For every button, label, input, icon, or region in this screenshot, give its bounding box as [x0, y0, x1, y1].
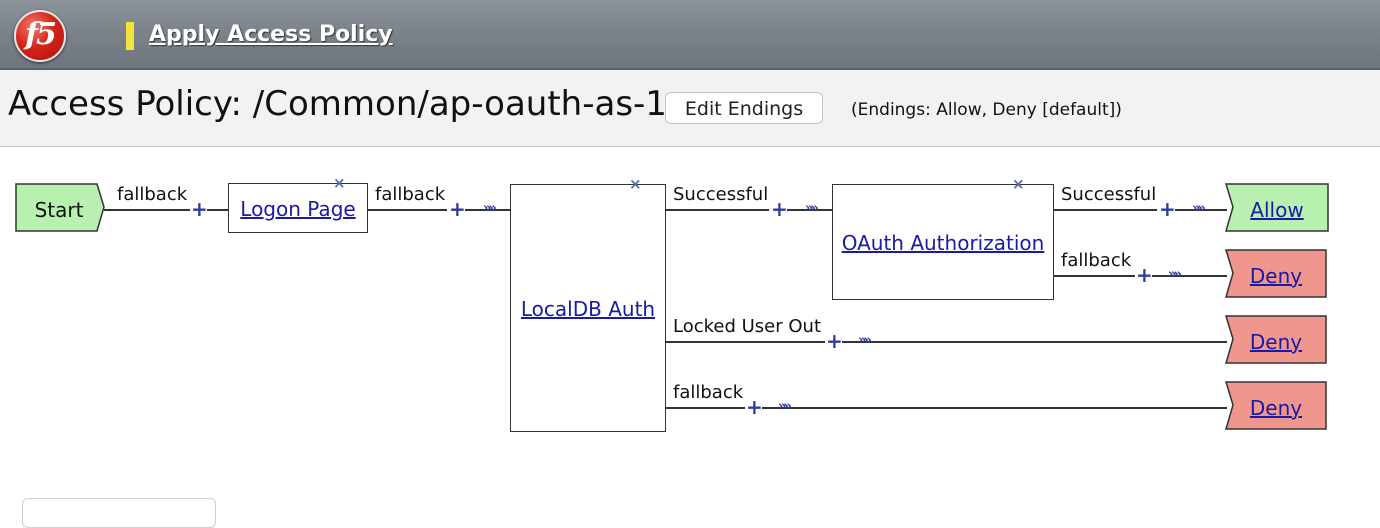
branch-label: fallback [1061, 250, 1132, 271]
connector-line [367, 209, 447, 211]
flow-arrow-icon: »» [1168, 267, 1182, 282]
title-row: Access Policy: /Common/ap-oauth-as-1 Edi… [0, 70, 1380, 147]
connector-line [465, 209, 510, 211]
deny-ending-node [1224, 381, 1327, 430]
flow-arrow-icon: »» [1192, 201, 1206, 216]
flow-arrow-icon: »» [483, 201, 497, 216]
allow-ending-node [1224, 183, 1329, 232]
delete-icon[interactable]: × [333, 174, 346, 192]
localdb-auth-link[interactable]: LocalDB Auth [520, 297, 656, 321]
add-item-plus-icon[interactable]: + [191, 197, 208, 221]
connector-line [1152, 275, 1227, 277]
localdb-auth-node: × LocalDB Auth [510, 177, 666, 432]
add-item-plus-icon[interactable]: + [771, 197, 788, 221]
deny-ending-node [1224, 249, 1327, 298]
connector-line [1053, 209, 1157, 211]
add-item-plus-icon[interactable]: + [1136, 263, 1153, 287]
connector-line [665, 407, 745, 409]
deny-ending-link[interactable]: Deny [1249, 264, 1303, 288]
top-header-bar: f5 Apply Access Policy [0, 0, 1380, 70]
oauth-authorization-node: × OAuth Authorization [832, 177, 1054, 300]
branch-label: Locked User Out [673, 316, 822, 337]
header-marker [126, 22, 134, 50]
branch-label: Successful [1061, 184, 1157, 205]
branch-label: fallback [117, 184, 188, 205]
connector-line [104, 209, 190, 211]
add-item-plus-icon[interactable]: + [449, 197, 466, 221]
logon-page-link[interactable]: Logon Page [240, 197, 356, 221]
bottom-button[interactable] [22, 498, 216, 528]
logon-page-node: × Logon Page [228, 176, 368, 233]
flow-arrow-icon: »» [805, 201, 819, 216]
delete-icon[interactable]: × [1012, 175, 1025, 193]
add-item-plus-icon[interactable]: + [1159, 197, 1176, 221]
start-label: Start [34, 198, 84, 222]
connector-line [665, 209, 769, 211]
branch-label: fallback [375, 184, 446, 205]
f5-logo: f5 [14, 10, 66, 62]
connector-line [787, 209, 833, 211]
start-node [15, 183, 105, 232]
edit-endings-button[interactable]: Edit Endings [665, 92, 823, 124]
connector-line [1053, 275, 1135, 277]
deny-ending-link[interactable]: Deny [1249, 330, 1303, 354]
branch-label: Successful [673, 184, 769, 205]
add-item-plus-icon[interactable]: + [826, 329, 843, 353]
allow-ending-link[interactable]: Allow [1250, 198, 1304, 222]
connector-line [665, 341, 825, 343]
apply-access-policy-link[interactable]: Apply Access Policy [149, 22, 393, 47]
deny-ending-link[interactable]: Deny [1249, 396, 1303, 420]
add-item-plus-icon[interactable]: + [746, 395, 763, 419]
flow-arrow-icon: »» [858, 333, 872, 348]
oauth-authorization-link[interactable]: OAuth Authorization [841, 231, 1045, 255]
endings-info: (Endings: Allow, Deny [default]) [851, 100, 1122, 120]
page-title: Access Policy: /Common/ap-oauth-as-1 [8, 84, 667, 124]
delete-icon[interactable]: × [629, 175, 642, 193]
branch-label: fallback [673, 382, 744, 403]
connector-line [762, 407, 1227, 409]
flow-arrow-icon: »» [778, 399, 792, 414]
connector-line [1175, 209, 1227, 211]
policy-flow: Start fallback + × Logon Page fallback +… [0, 146, 1380, 446]
connector-line [207, 209, 228, 211]
connector-line [842, 341, 1227, 343]
deny-ending-node [1224, 315, 1327, 364]
